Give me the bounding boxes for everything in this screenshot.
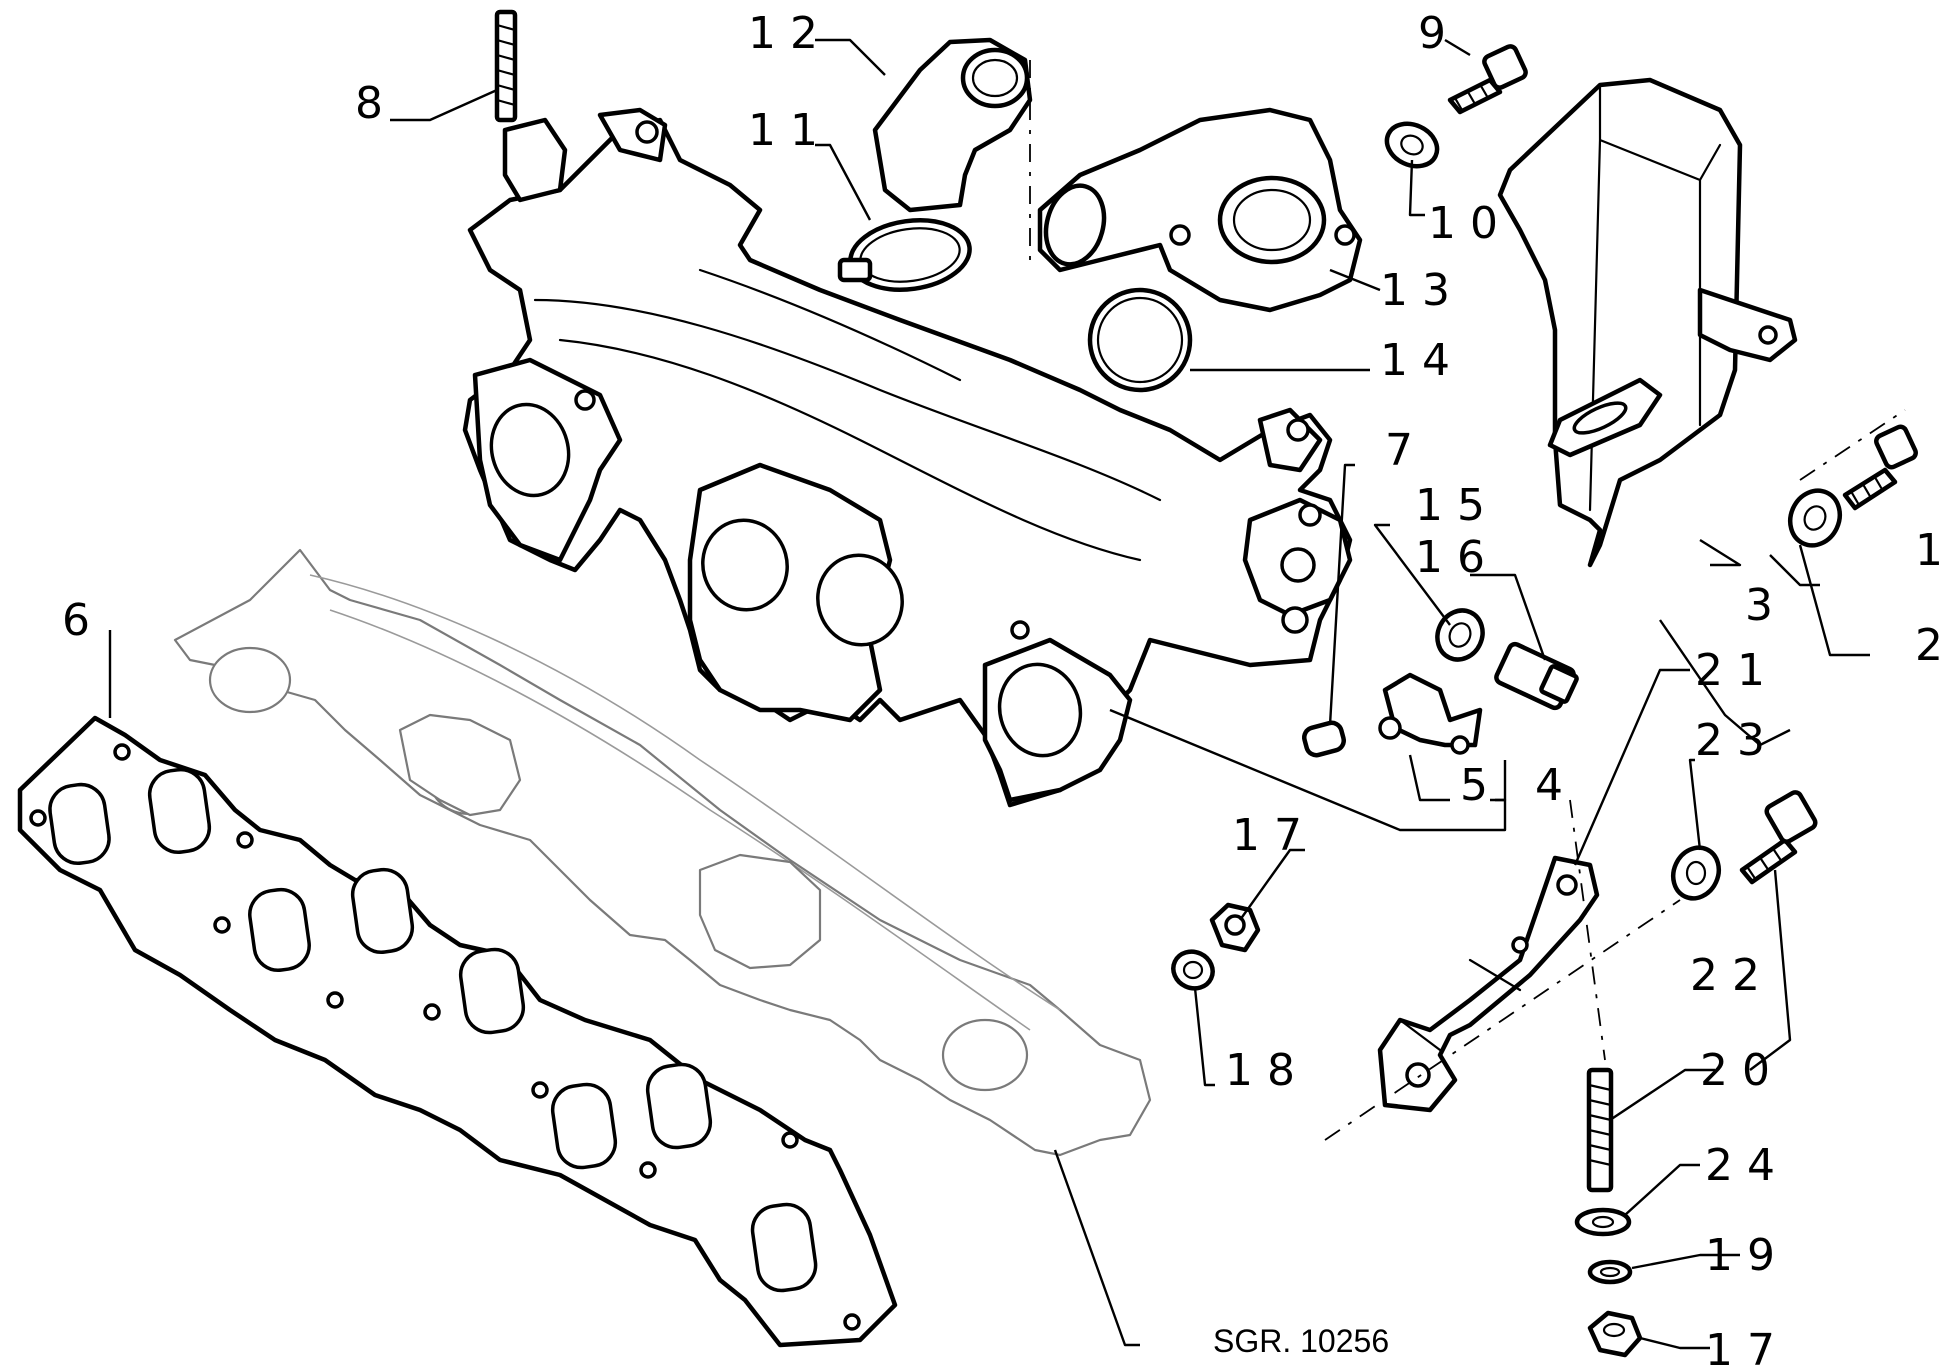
callout-9: 9 bbox=[1418, 8, 1460, 59]
bracket-21 bbox=[1377, 855, 1600, 1113]
union-5 bbox=[1378, 672, 1483, 755]
callout-8: 8 bbox=[355, 78, 397, 129]
assembly-axes bbox=[1029, 60, 1906, 1141]
exhaust-gasket bbox=[17, 715, 898, 1348]
callout-20: 20 bbox=[1700, 1045, 1784, 1096]
washer-10 bbox=[1384, 121, 1440, 169]
callout-10: 10 bbox=[1428, 198, 1512, 249]
bolt-22 bbox=[1739, 790, 1818, 885]
callout-11: 11 bbox=[748, 105, 832, 156]
elbow-pipe-13 bbox=[1037, 107, 1363, 313]
callout-21: 21 bbox=[1695, 645, 1779, 696]
callout-12: 12 bbox=[748, 8, 832, 59]
callout-14: 14 bbox=[1380, 335, 1464, 386]
callout-3: 3 bbox=[1745, 580, 1787, 631]
callout-5: 5 bbox=[1460, 760, 1502, 811]
nut-17b bbox=[1587, 1310, 1643, 1358]
exhaust-manifold-outline bbox=[173, 548, 1152, 1157]
washer-2 bbox=[1787, 488, 1843, 548]
callout-19: 19 bbox=[1705, 1230, 1789, 1281]
washer-23 bbox=[1670, 845, 1722, 901]
stud-20 bbox=[1586, 1067, 1614, 1193]
callout-23: 23 bbox=[1695, 715, 1779, 766]
callout-13: 13 bbox=[1380, 265, 1464, 316]
leader-lines bbox=[108, 38, 1870, 1350]
washer-15 bbox=[1435, 608, 1485, 662]
callout-6: 6 bbox=[62, 595, 104, 646]
callout-2: 2 bbox=[1915, 620, 1957, 671]
callout-24: 24 bbox=[1705, 1140, 1789, 1191]
intake-manifold bbox=[462, 107, 1353, 808]
callout-15: 15 bbox=[1415, 480, 1499, 531]
callout-17-upper: 17 bbox=[1232, 810, 1316, 861]
drawing-reference: SGR. 10256 bbox=[1213, 1323, 1389, 1359]
callout-4: 4 bbox=[1535, 760, 1577, 811]
sensor-16 bbox=[1494, 641, 1579, 711]
stud-8 bbox=[494, 9, 518, 123]
callout-18: 18 bbox=[1225, 1045, 1309, 1096]
bolt-1 bbox=[1842, 424, 1918, 511]
bolt-9 bbox=[1447, 44, 1528, 115]
callout-7: 7 bbox=[1385, 425, 1427, 476]
washer-18 bbox=[1171, 949, 1215, 991]
o-ring-14 bbox=[1087, 287, 1193, 393]
washer-24 bbox=[1574, 1207, 1632, 1237]
spring-washer-19 bbox=[1587, 1259, 1633, 1285]
elbow-hose-12 bbox=[872, 37, 1033, 213]
callout-16: 16 bbox=[1415, 532, 1499, 583]
hose-clamp-11 bbox=[837, 218, 972, 292]
heat-shield-3 bbox=[1497, 77, 1798, 568]
callout-labels: 8 12 11 9 10 13 14 7 15 16 5 4 17 18 3 1… bbox=[62, 8, 1957, 1371]
callout-17-lower: 17 bbox=[1705, 1325, 1789, 1371]
nut-17a bbox=[1209, 902, 1261, 953]
pin-7 bbox=[1302, 720, 1346, 758]
callout-22: 22 bbox=[1690, 950, 1774, 1001]
callout-1: 1 bbox=[1915, 525, 1957, 576]
